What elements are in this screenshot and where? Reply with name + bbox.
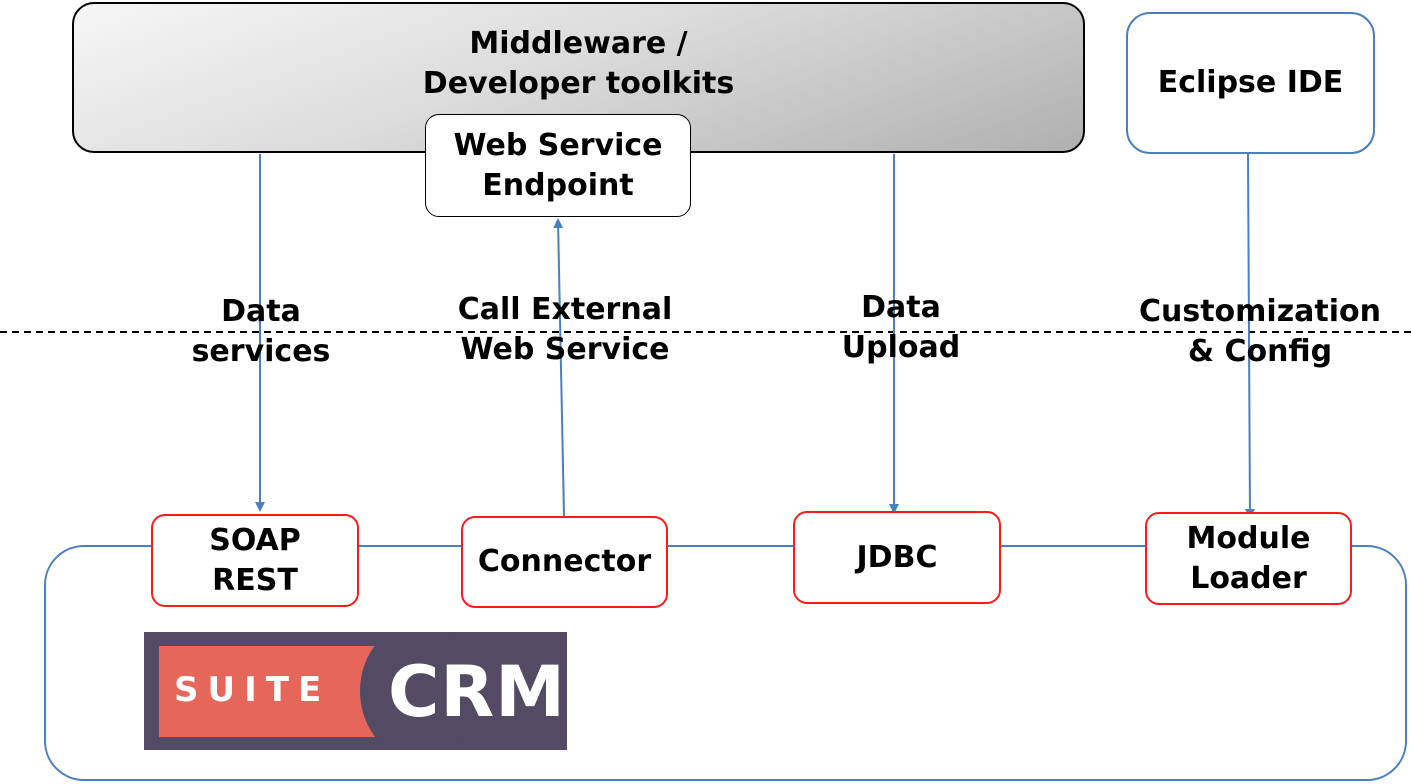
- soap-rest-line2: REST: [212, 562, 298, 598]
- eclipse-ide-label: Eclipse IDE: [1157, 65, 1344, 100]
- web-service-endpoint-box: Web Service Endpoint: [425, 114, 691, 217]
- middleware-title-line2: Developer toolkits: [422, 66, 735, 101]
- web-service-endpoint-line2: Endpoint: [482, 167, 634, 203]
- connector-label: Connector: [477, 544, 652, 579]
- soap-rest-line1: SOAP: [209, 522, 301, 558]
- module-loader-box: Module Loader: [1145, 512, 1352, 605]
- middleware-title-line1: Middleware /: [469, 26, 688, 61]
- module-loader-line1: Module: [1186, 520, 1311, 556]
- suitecrm-logo: SUITE CRM: [144, 632, 567, 750]
- eclipse-ide-box: Eclipse IDE: [1126, 12, 1375, 154]
- logo-curve: [360, 632, 480, 750]
- customization-line1: Customization: [1138, 294, 1382, 329]
- logo-red-band: [159, 646, 384, 737]
- data-services-line1: Data: [221, 294, 301, 329]
- data-upload-line2: Upload: [841, 330, 961, 365]
- customization-line2: & Config: [1187, 334, 1333, 369]
- middleware-box: Middleware / Developer toolkits: [72, 2, 1085, 153]
- jdbc-label: JDBC: [856, 539, 938, 575]
- call-external-line1: Call External: [457, 292, 673, 327]
- data-upload-label: Data Upload: [826, 288, 976, 368]
- data-upload-line1: Data: [861, 290, 941, 325]
- logo-suite-text: SUITE: [174, 670, 331, 710]
- jdbc-box: JDBC: [793, 511, 1001, 604]
- data-services-line2: services: [191, 334, 331, 369]
- logo-crm-text: CRM: [388, 651, 566, 733]
- call-external-label: Call External Web Service: [450, 290, 680, 370]
- customization-arrow: [1244, 153, 1255, 519]
- suitecrm-frame: [44, 545, 1407, 781]
- connector-box: Connector: [461, 516, 668, 608]
- data-services-label: Data services: [186, 292, 336, 372]
- customization-label: Customization & Config: [1135, 292, 1385, 372]
- soap-rest-box: SOAP REST: [151, 514, 359, 607]
- web-service-endpoint-line1: Web Service: [453, 127, 663, 163]
- module-loader-line2: Loader: [1190, 560, 1307, 596]
- call-external-arrow: [553, 218, 565, 517]
- call-external-line2: Web Service: [460, 332, 670, 367]
